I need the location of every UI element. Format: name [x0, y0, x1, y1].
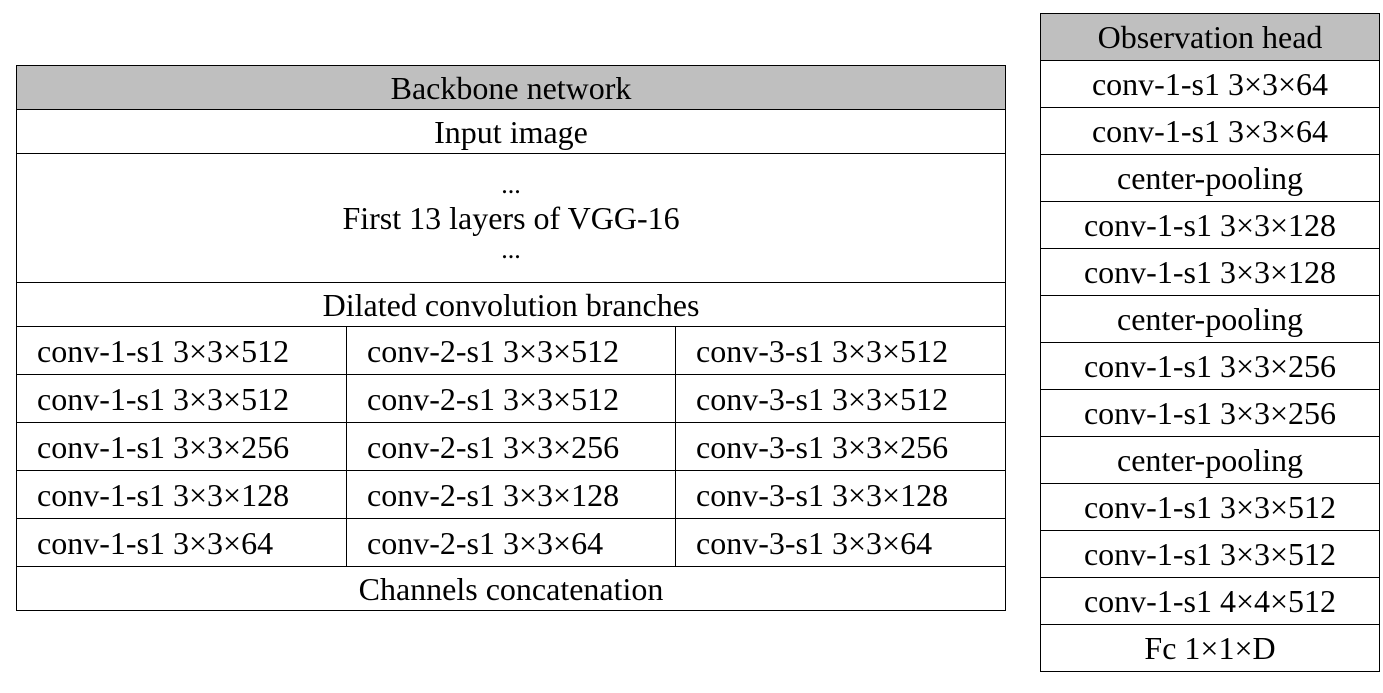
observation-layer-row: conv-1-s1 3×3×256: [1040, 342, 1380, 390]
observation-layer-row: conv-1-s1 3×3×64: [1040, 107, 1380, 155]
branch-cell-conv1: conv-1-s1 3×3×512: [16, 374, 347, 423]
observation-layer-row: conv-1-s1 3×3×512: [1040, 530, 1380, 578]
vgg-dots-bottom: ...: [501, 235, 521, 264]
branch-row: conv-1-s1 3×3×512 conv-2-s1 3×3×512 conv…: [16, 326, 1007, 375]
branch-row: conv-1-s1 3×3×512 conv-2-s1 3×3×512 conv…: [16, 374, 1007, 423]
dilated-title-row: Dilated convolution branches: [15, 282, 1007, 327]
branch-cell-conv3: conv-3-s1 3×3×512: [674, 326, 1007, 375]
observation-layer-row: Fc 1×1×D: [1040, 624, 1380, 672]
observation-layer: conv-1-s1 3×3×64: [1040, 60, 1380, 108]
branch-cell-conv1: conv-1-s1 3×3×128: [16, 470, 347, 519]
branch-cell-conv3: conv-3-s1 3×3×512: [674, 374, 1007, 423]
observation-layer: conv-1-s1 3×3×64: [1040, 107, 1380, 155]
observation-layer-row: center-pooling: [1040, 436, 1380, 484]
branch-cell-conv3: conv-3-s1 3×3×256: [674, 422, 1007, 471]
center-pooling-layer: center-pooling: [1040, 436, 1380, 484]
observation-layer: conv-1-s1 3×3×512: [1040, 483, 1380, 531]
branch-cell-conv2: conv-2-s1 3×3×512: [346, 326, 676, 375]
center-pooling-layer: center-pooling: [1040, 154, 1380, 202]
observation-layer-row: conv-1-s1 3×3×64: [1040, 60, 1380, 108]
observation-layer-row: conv-1-s1 3×3×512: [1040, 483, 1380, 531]
branch-cell-conv2: conv-2-s1 3×3×128: [346, 470, 676, 519]
observation-layer-row: center-pooling: [1040, 154, 1380, 202]
center-pooling-layer: center-pooling: [1040, 295, 1380, 343]
dilated-branches-title: Dilated convolution branches: [15, 282, 1007, 327]
observation-head-table: Observation head conv-1-s1 3×3×64 conv-1…: [1040, 13, 1380, 672]
observation-layer-row: conv-1-s1 3×3×128: [1040, 248, 1380, 296]
input-row: Input image: [15, 109, 1007, 154]
branch-cell-conv2: conv-2-s1 3×3×512: [346, 374, 676, 423]
branch-cell-conv2: conv-2-s1 3×3×64: [346, 518, 676, 567]
observation-layer: conv-1-s1 4×4×512: [1040, 577, 1380, 625]
vgg-dots-top: ...: [501, 170, 521, 200]
branch-cell-conv3: conv-3-s1 3×3×64: [674, 518, 1007, 567]
observation-layer: conv-1-s1 3×3×256: [1040, 389, 1380, 437]
observation-layer-row: conv-1-s1 3×3×256: [1040, 389, 1380, 437]
input-image-cell: Input image: [15, 109, 1007, 154]
vgg-row: ... First 13 layers of VGG-16 ...: [15, 153, 1007, 283]
observation-layer: conv-1-s1 3×3×128: [1040, 201, 1380, 249]
backbone-network-table: Backbone network Input image ... First 1…: [15, 65, 1007, 611]
backbone-header-row: Backbone network: [15, 65, 1007, 110]
branch-row: conv-1-s1 3×3×64 conv-2-s1 3×3×64 conv-3…: [16, 518, 1007, 567]
observation-title: Observation head: [1040, 13, 1380, 61]
branch-cell-conv1: conv-1-s1 3×3×256: [16, 422, 347, 471]
branch-cell-conv1: conv-1-s1 3×3×64: [16, 518, 347, 567]
observation-layer: conv-1-s1 3×3×128: [1040, 248, 1380, 296]
branch-row: conv-1-s1 3×3×256 conv-2-s1 3×3×256 conv…: [16, 422, 1007, 471]
vgg-label: First 13 layers of VGG-16: [342, 200, 680, 236]
observation-layer: conv-1-s1 3×3×512: [1040, 530, 1380, 578]
observation-header-row: Observation head: [1040, 13, 1380, 61]
branch-cell-conv3: conv-3-s1 3×3×128: [674, 470, 1007, 519]
backbone-title: Backbone network: [15, 65, 1007, 110]
branch-cell-conv1: conv-1-s1 3×3×512: [16, 326, 347, 375]
observation-layer-row: conv-1-s1 3×3×128: [1040, 201, 1380, 249]
observation-layer-row: conv-1-s1 4×4×512: [1040, 577, 1380, 625]
branch-row: conv-1-s1 3×3×128 conv-2-s1 3×3×128 conv…: [16, 470, 1007, 519]
observation-layer: conv-1-s1 3×3×256: [1040, 342, 1380, 390]
concat-row: Channels concatenation: [15, 566, 1007, 611]
vgg-cell: ... First 13 layers of VGG-16 ...: [15, 153, 1007, 283]
branch-cell-conv2: conv-2-s1 3×3×256: [346, 422, 676, 471]
observation-layer-row: center-pooling: [1040, 295, 1380, 343]
channels-concatenation-cell: Channels concatenation: [15, 566, 1007, 611]
fc-layer: Fc 1×1×D: [1040, 624, 1380, 672]
vgg-block: ... First 13 layers of VGG-16 ...: [18, 170, 1005, 264]
